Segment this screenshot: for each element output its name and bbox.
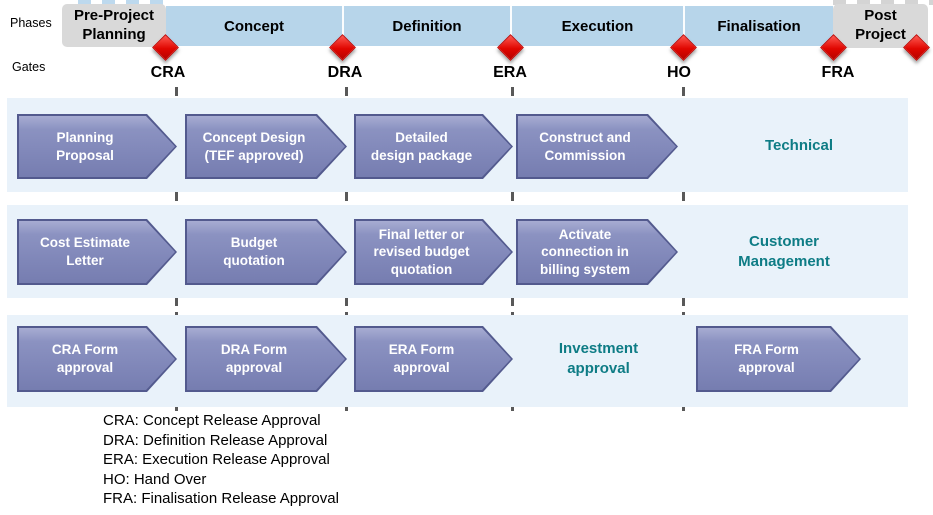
category-customer-management: Customer Management [738,232,830,270]
legend-line-cra: CRA: Concept Release Approval [103,412,321,429]
step-detailed-design-package: Detailed design package [354,114,513,179]
step-cra-form-approval: CRA Form approval [17,326,177,392]
gates-axis-label: Gates [12,60,46,74]
legend-line-dra: DRA: Definition Release Approval [103,431,328,449]
top-dash-artifact-left [78,0,170,5]
phase-execution: Execution [510,6,683,46]
phase-concept: Concept [224,17,284,35]
category-technical: Technical [764,137,834,155]
step-era-form-approval: ERA Form approval [354,326,513,392]
gate-legend: CRA: Concept Release Approval DRA: Defin… [103,411,339,509]
phase-definition: Definition [342,6,510,46]
gate-label-ho: HO [667,64,691,81]
step-final-letter-revised-budget: Final letter or revised budget quotation [354,219,513,285]
gate-label-dra: DRA [327,64,363,81]
phase-post-project: Post Project [833,4,928,48]
step-planning-proposal: Planning Proposal [17,114,177,179]
step-budget-quotation: Budget quotation [185,219,347,285]
step-fra-form-approval: FRA Form approval [696,326,861,392]
category-investment-approval: Investment approval [558,339,639,377]
top-dash-artifact-right [833,0,933,5]
phase-pre-project: Pre-Project Planning [62,4,166,47]
legend-line-ho: HO: Hand Over [103,470,207,488]
gate-label-fra: FRA [821,64,855,81]
phase-band: Concept Definition Execution Finalisatio… [166,6,833,46]
step-construct-and-commission: Construct and Commission [516,114,678,179]
gate-label-cra: CRA [150,64,186,81]
legend-line-era: ERA: Execution Release Approval [103,451,330,468]
phases-axis-label: Phases [10,16,52,30]
phase-finalisation: Finalisation [683,6,833,46]
gate-label-era: ERA [493,64,527,81]
step-activate-connection-billing: Activate connection in billing system [516,219,678,285]
step-dra-form-approval: DRA Form approval [185,326,347,392]
legend-line-fra: FRA: Finalisation Release Approval [103,490,339,507]
step-cost-estimate-letter: Cost Estimate Letter [17,219,177,285]
step-concept-design: Concept Design (TEF approved) [185,114,347,179]
